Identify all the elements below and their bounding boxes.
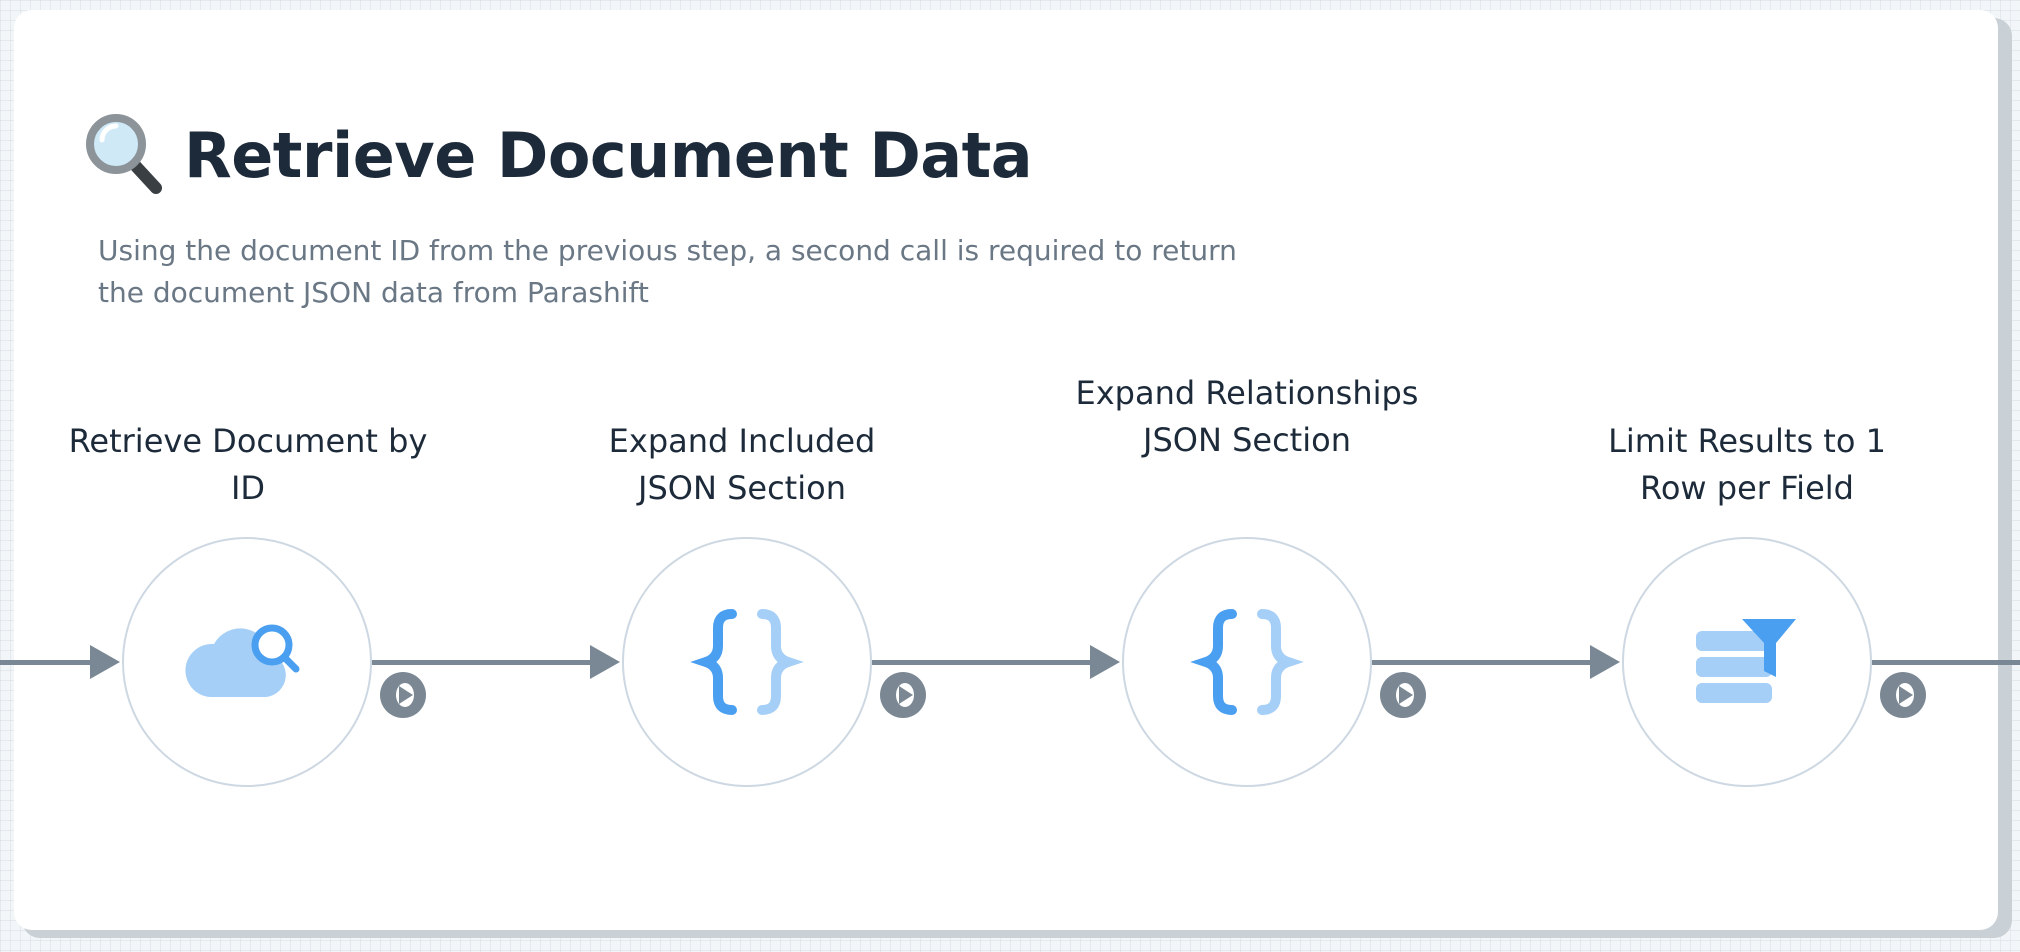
connector-line — [1872, 660, 2020, 665]
connector-line — [1372, 660, 1592, 665]
cloud-search-icon — [185, 624, 300, 697]
node-label: Retrieve Document by ID — [68, 422, 428, 507]
page-title: Retrieve Document Data — [184, 118, 1033, 192]
node-label: Limit Results to 1 Row per Field — [1608, 422, 1886, 507]
play-step-button[interactable] — [1380, 672, 1426, 718]
connector-line — [0, 660, 92, 665]
play-icon — [1399, 686, 1413, 704]
node-label: Expand Relationships JSON Section — [1075, 374, 1419, 459]
node-expand-relationships[interactable] — [1122, 537, 1372, 787]
json-braces-icon — [690, 609, 804, 715]
connector-arrowhead — [590, 645, 620, 679]
play-icon — [1899, 686, 1913, 704]
filter-list-icon — [1696, 619, 1796, 703]
play-icon — [899, 686, 913, 704]
connector-line — [372, 660, 592, 665]
workflow-card — [14, 10, 1998, 930]
connector-line — [872, 660, 1092, 665]
magnifying-glass-icon — [86, 114, 162, 194]
json-braces-icon — [1190, 609, 1304, 715]
node-label: Expand Included JSON Section — [608, 422, 876, 507]
play-step-button[interactable] — [880, 672, 926, 718]
connector-arrowhead — [1090, 645, 1120, 679]
title-row: Retrieve Document Data — [82, 110, 1033, 200]
connector-arrowhead — [90, 645, 120, 679]
play-icon — [399, 686, 413, 704]
connector-arrowhead — [1590, 645, 1620, 679]
node-expand-included[interactable] — [622, 537, 872, 787]
play-step-button[interactable] — [380, 672, 426, 718]
play-step-button[interactable] — [1880, 672, 1926, 718]
node-limit-results[interactable] — [1622, 537, 1872, 787]
page-description: Using the document ID from the previous … — [98, 234, 1237, 309]
node-retrieve-document[interactable] — [122, 537, 372, 787]
